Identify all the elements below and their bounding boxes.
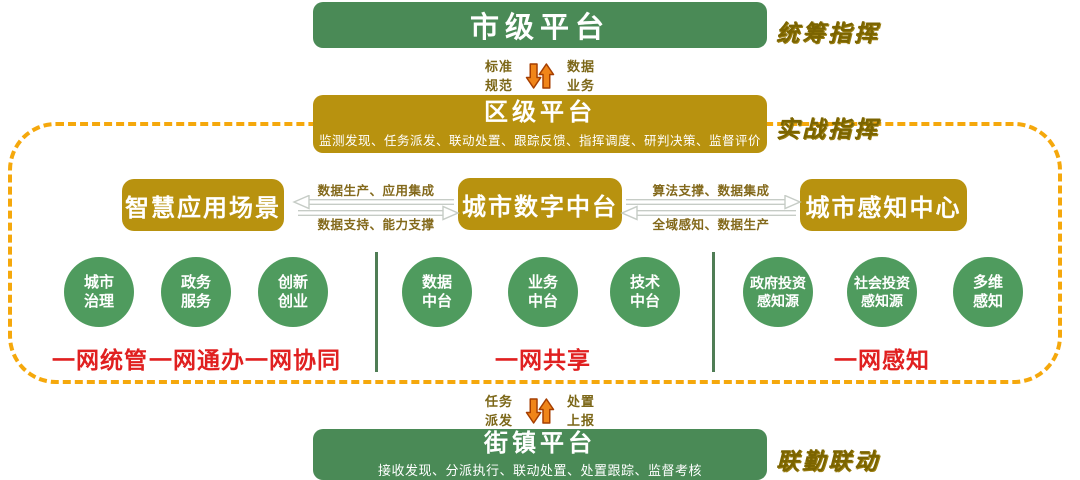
tag-unified-collaboration: 一网协同 <box>245 347 341 373</box>
tag-unified-management: 一网统管 <box>52 347 148 373</box>
right-arrow-bottom-label: 全域感知、数据生产 <box>652 218 770 232</box>
tag-unified-sharing: 一网共享 <box>495 347 591 373</box>
district-platform-title: 区级平台 <box>484 99 596 127</box>
digital-middle-platform-box: 城市数字中台 <box>458 178 622 230</box>
right-bidirectional-arrow <box>620 195 802 221</box>
tag-unified-perception: 一网感知 <box>834 347 930 373</box>
group-divider-right <box>712 252 715 372</box>
circle-government-services: 政务 服务 <box>161 257 231 327</box>
circle-innovation: 创新 创业 <box>258 257 328 327</box>
left-arrow-bottom-label: 数据支持、能力支撑 <box>317 218 435 232</box>
street-platform-title: 街镇平台 <box>484 429 596 457</box>
sync-arrows-icon <box>525 63 555 89</box>
district-platform-subtitle: 监测发现、任务派发、联动处置、跟踪反馈、指挥调度、研判决策、监督评价 <box>318 133 761 148</box>
circle-data-platform: 数据 中台 <box>402 257 472 327</box>
smart-application-box: 智慧应用场景 <box>122 179 284 231</box>
street-platform-box: 街镇平台 接收发现、分派执行、联动处置、处置跟踪、监督考核 <box>313 429 767 480</box>
circle-technology-platform: 技术 中台 <box>610 257 680 327</box>
district-platform-box: 区级平台 监测发现、任务派发、联动处置、跟踪反馈、指挥调度、研判决策、监督评价 <box>313 95 767 153</box>
sync-arrows-icon <box>525 398 555 424</box>
circle-city-governance: 城市 治理 <box>64 257 134 327</box>
bottom-link-right-label: 处置 上报 <box>567 393 596 429</box>
city-platform-title: 市级平台 <box>469 12 610 44</box>
circle-social-sensing: 社会投资 感知源 <box>847 257 917 327</box>
left-bidirectional-arrow <box>292 195 460 221</box>
circle-multidimensional-sensing: 多维 感知 <box>953 257 1023 327</box>
top-link-right-label: 数据 业务 <box>567 58 596 94</box>
tag-unified-service: 一网通办 <box>149 347 245 373</box>
street-platform-subtitle: 接收发现、分派执行、联动处置、处置跟踪、监督考核 <box>377 463 702 479</box>
city-platform-box: 市级平台 <box>313 2 767 48</box>
bottom-link-left-label: 任务 派发 <box>484 393 513 429</box>
circle-government-sensing: 政府投资 感知源 <box>743 257 813 327</box>
city-platform-side-label: 统筹指挥 <box>776 20 880 46</box>
street-platform-side-label: 联勤联动 <box>776 448 880 474</box>
district-street-link: 任务 派发 处置 上报 <box>455 391 625 431</box>
top-link-left-label: 标准 规范 <box>484 58 513 94</box>
group-divider-left <box>375 252 378 372</box>
left-arrow-top-label: 数据生产、应用集成 <box>317 184 435 198</box>
city-district-link: 标准 规范 数据 业务 <box>455 56 625 96</box>
right-arrow-top-label: 算法支撑、数据集成 <box>652 184 770 198</box>
perception-center-box: 城市感知中心 <box>800 179 967 231</box>
district-platform-side-label: 实战指挥 <box>776 116 880 142</box>
circle-business-platform: 业务 中台 <box>508 257 578 327</box>
